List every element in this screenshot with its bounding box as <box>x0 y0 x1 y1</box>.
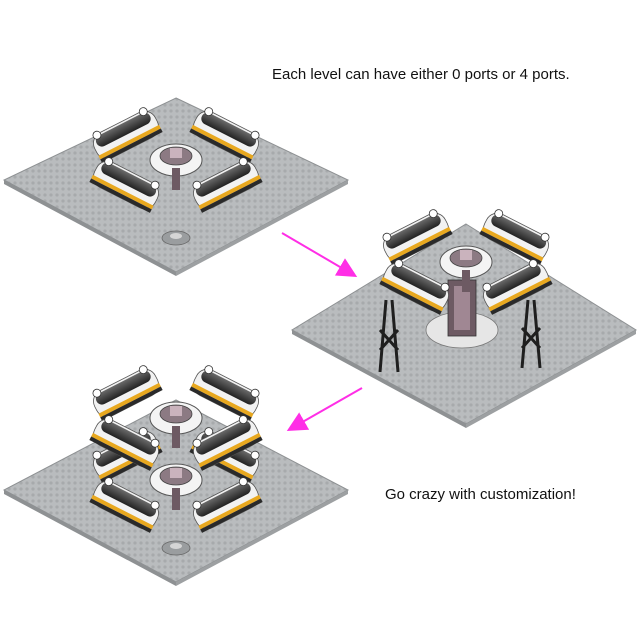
arrow-to-raised <box>281 232 358 278</box>
port-marker <box>161 540 191 556</box>
port-marker <box>161 230 191 246</box>
caption-top: Each level can have either 0 ports or 4 … <box>272 66 570 83</box>
stacked-station <box>2 362 350 586</box>
single-level-station <box>2 97 350 276</box>
support-legs <box>378 299 542 373</box>
raised-station-on-legs <box>290 206 637 428</box>
arrow-to-stacked <box>286 387 363 431</box>
caption-bottom: Go crazy with customization! <box>385 486 576 503</box>
